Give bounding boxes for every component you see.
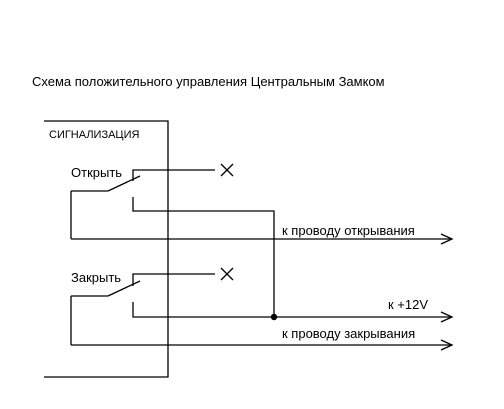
out-close-wire: [71, 339, 454, 351]
junction-dot: [270, 313, 278, 321]
relay-open-label: Открыть: [71, 165, 122, 180]
relay-close-nc-unused-mark: [220, 267, 234, 281]
relay-open-contact: [70, 169, 275, 317]
relay-close-label: Закрыть: [71, 270, 121, 285]
schematic-title: Схема положительного управления Централь…: [32, 74, 385, 89]
alarm-unit-box: [44, 120, 169, 378]
out-open-label: к проводу открывания: [282, 223, 415, 238]
alarm-unit-label: СИГНАЛИЗАЦИЯ: [49, 129, 139, 141]
out-power-label: к +12V: [388, 297, 428, 312]
out-close-label: к проводу закрывания: [282, 326, 415, 341]
relay-close-contact: [70, 273, 274, 345]
relay-open-nc-unused-mark: [220, 163, 234, 177]
out-open-wire: [71, 233, 454, 245]
power-12v-wire: [274, 311, 454, 323]
